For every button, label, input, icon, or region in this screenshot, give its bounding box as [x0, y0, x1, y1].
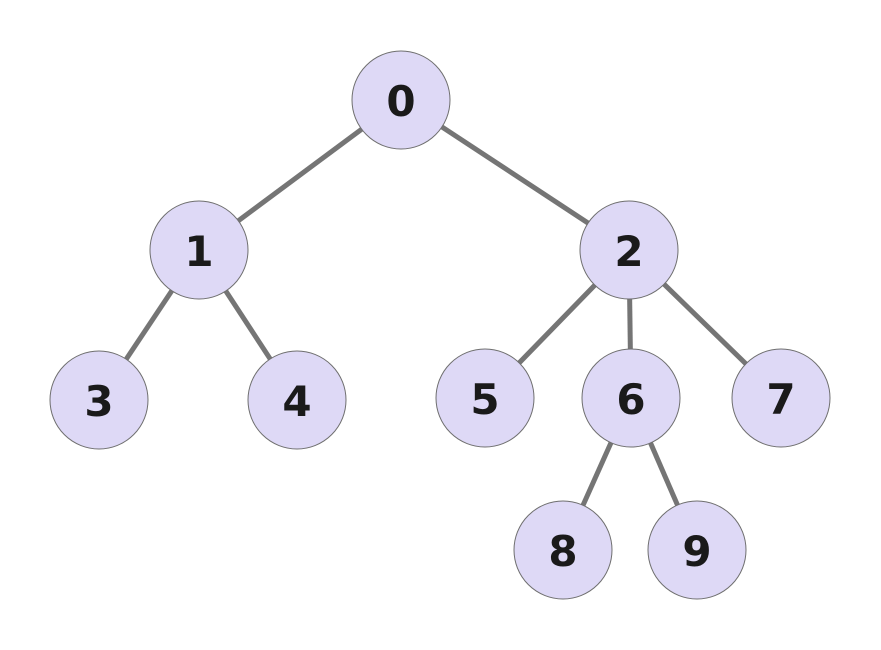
- tree-node-circle-1: [149, 200, 249, 300]
- tree-node-8: 8: [513, 500, 613, 600]
- tree-node-circle-0: [351, 50, 451, 150]
- tree-node-7: 7: [731, 348, 831, 448]
- tree-node-circle-8: [513, 500, 613, 600]
- tree-edges-layer: [96, 97, 783, 552]
- tree-node-1: 1: [149, 200, 249, 300]
- tree-node-0: 0: [351, 50, 451, 150]
- tree-node-circle-4: [247, 350, 347, 450]
- tree-node-circle-7: [731, 348, 831, 448]
- tree-node-circle-3: [49, 350, 149, 450]
- tree-node-6: 6: [581, 348, 681, 448]
- tree-node-3: 3: [49, 350, 149, 450]
- tree-node-5: 5: [435, 348, 535, 448]
- tree-node-9: 9: [647, 500, 747, 600]
- tree-node-circle-5: [435, 348, 535, 448]
- tree-node-circle-2: [579, 200, 679, 300]
- tree-node-4: 4: [247, 350, 347, 450]
- tree-node-circle-9: [647, 500, 747, 600]
- tree-node-circle-6: [581, 348, 681, 448]
- tree-node-2: 2: [579, 200, 679, 300]
